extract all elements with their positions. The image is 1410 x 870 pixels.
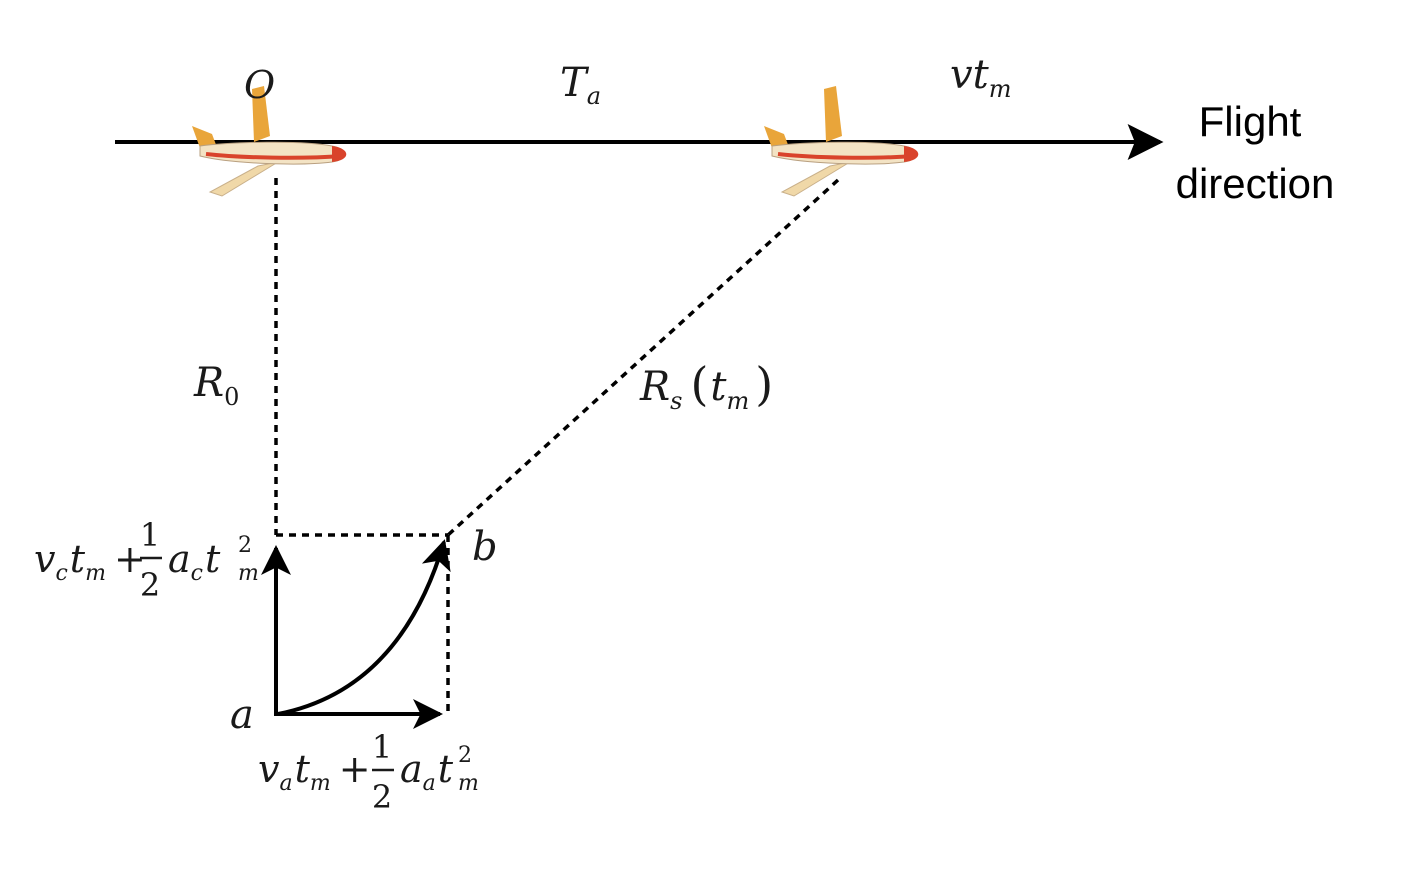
svg-text:2: 2 [140,566,160,604]
svg-text:vctm+: vctm+ [34,537,146,586]
svg-text:m: m [458,771,479,796]
path-length-label: vtm [950,52,1011,103]
svg-text:m: m [238,561,259,586]
range-r0-label: R0 [193,360,239,411]
svg-text:1: 1 [140,516,160,554]
svg-text:2: 2 [458,743,472,768]
svg-text:vatm+: vatm+ [258,747,371,796]
point-a-label: a [230,692,254,738]
target-trajectory [277,539,451,716]
point-b-label: b [472,524,498,570]
range-rs-label: Rs(tm) [639,357,773,415]
svg-text:act: act [168,537,221,586]
range-rs-line [446,178,840,537]
origin-label: O [244,63,275,107]
aperture-time-label: Ta [560,60,601,110]
cross-track-expression: vctm+ 1 2 act 2 m [34,516,259,604]
flight-direction-label-line2: direction [1176,160,1335,207]
svg-text:2: 2 [372,778,392,816]
svg-text:2: 2 [238,533,252,558]
flight-direction-label: Flight [1199,98,1302,145]
svg-text:1: 1 [372,728,392,766]
along-track-expression: vatm+ 1 2 aat 2 m [258,728,479,816]
svg-text:aat: aat [400,747,454,796]
